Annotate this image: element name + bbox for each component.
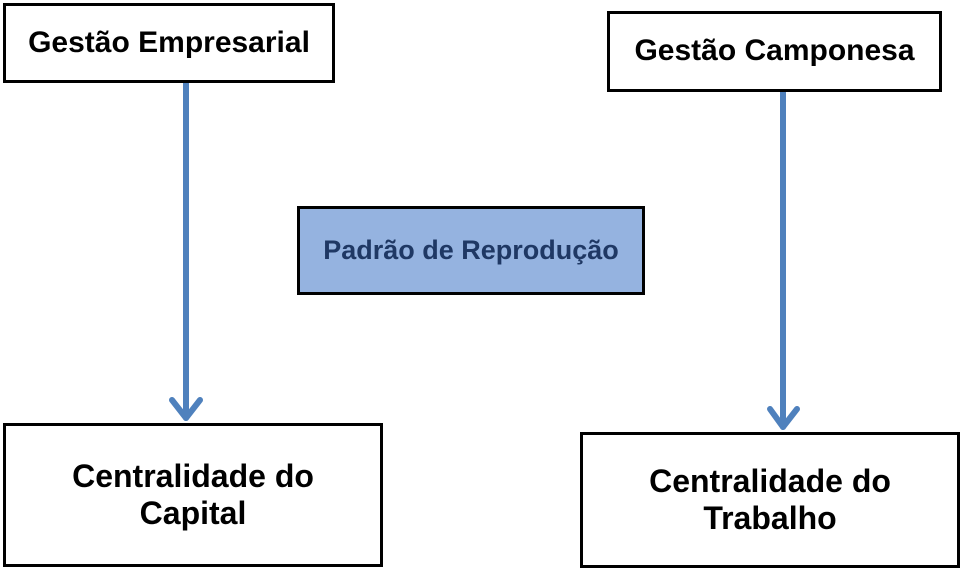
node-label-group: Centralidade do Trabalho	[649, 463, 891, 537]
node-label-group: Centralidade do Capital	[72, 458, 314, 532]
node-label-line1: Centralidade do	[649, 463, 891, 500]
arrow-camponesa-to-trabalho	[767, 89, 800, 430]
node-label: Padrão de Reprodução	[323, 234, 619, 265]
node-gestao-empresarial: Gestão Empresarial	[3, 3, 335, 83]
node-centralidade-do-trabalho: Centralidade do Trabalho	[580, 432, 960, 568]
node-label: Gestão Empresarial	[28, 25, 310, 59]
node-gestao-camponesa: Gestão Camponesa	[607, 11, 942, 92]
node-padrao-de-reproducao: Padrão de Reprodução	[297, 206, 645, 295]
node-label-line2: Capital	[139, 495, 247, 531]
node-label-line1: Centralidade do	[72, 458, 314, 495]
node-centralidade-do-capital: Centralidade do Capital	[3, 423, 383, 567]
arrow-empresarial-to-capital	[169, 80, 203, 421]
node-label-line2: Trabalho	[703, 500, 837, 536]
node-label: Gestão Camponesa	[634, 34, 915, 68]
